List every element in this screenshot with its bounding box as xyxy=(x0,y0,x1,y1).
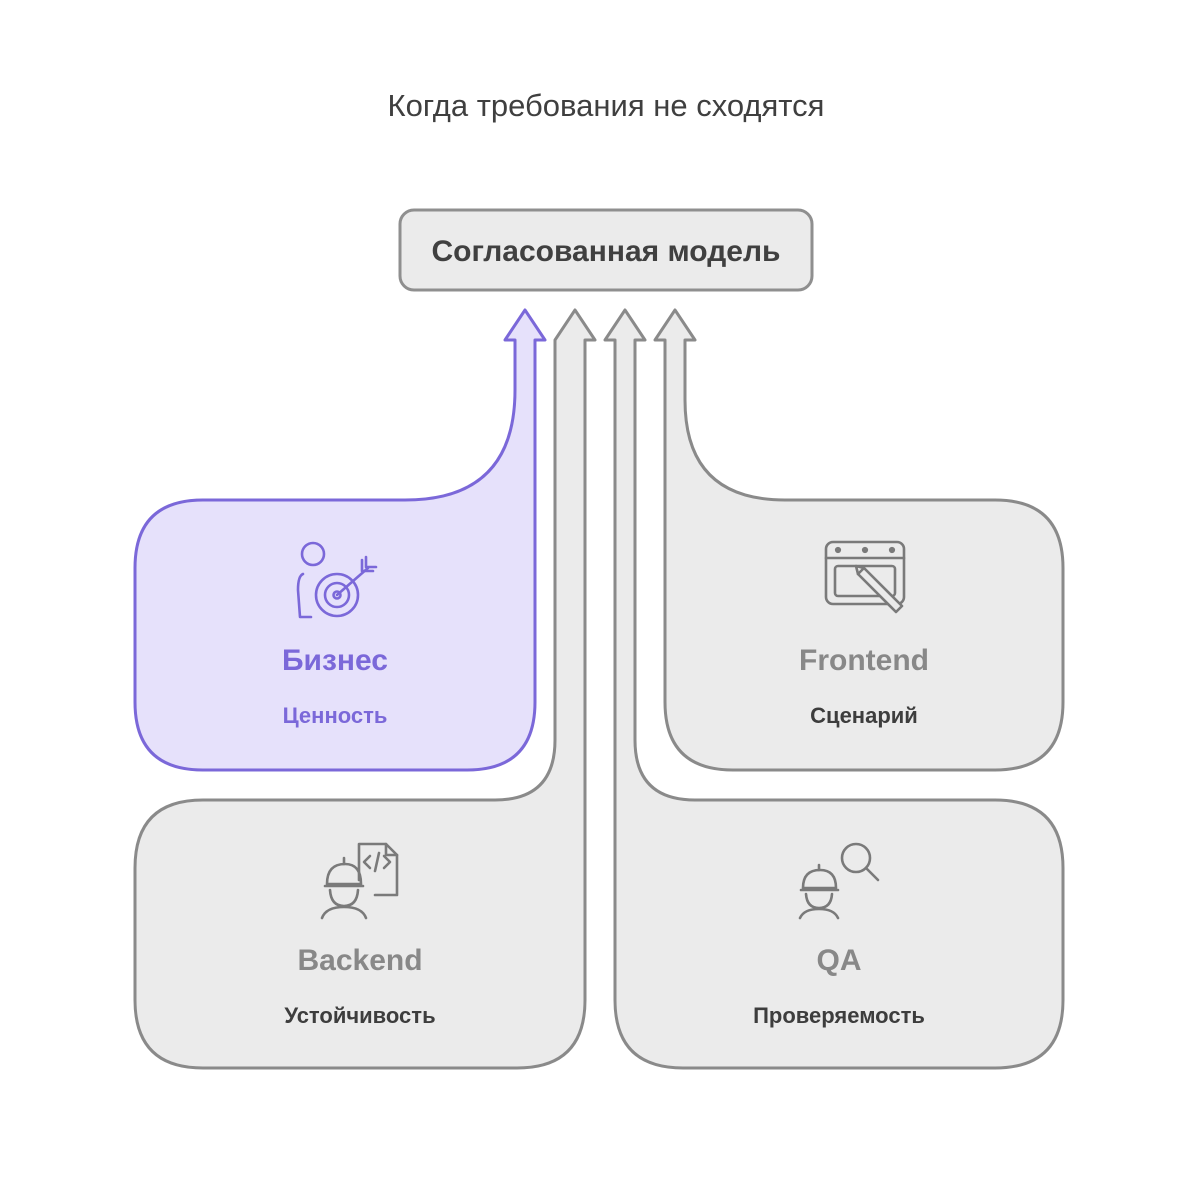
frontend-title: Frontend xyxy=(799,644,929,677)
qa-shape xyxy=(603,308,1065,1070)
backend-subtitle: Устойчивость xyxy=(284,1003,435,1028)
frontend-shape xyxy=(653,308,1065,772)
business-shape xyxy=(133,308,547,772)
card-backend: Backend Устойчивость xyxy=(133,308,597,1070)
business-subtitle: Ценность xyxy=(283,703,388,728)
frontend-subtitle: Сценарий xyxy=(810,703,918,728)
qa-subtitle: Проверяемость xyxy=(753,1003,925,1028)
backend-title: Backend xyxy=(297,944,422,977)
card-frontend: Frontend Сценарий xyxy=(653,308,1065,772)
inspector-magnifier-icon xyxy=(798,842,880,920)
drawing-tablet-icon xyxy=(824,540,906,614)
business-target-icon xyxy=(296,541,378,619)
diagram-title: Когда требования не сходятся xyxy=(388,88,825,123)
card-qa: QA Проверяемость xyxy=(603,308,1065,1070)
hub-label: Согласованная модель xyxy=(432,235,781,268)
developer-code-icon xyxy=(320,842,399,920)
card-business: Бизнес Ценность xyxy=(133,308,547,772)
hub-box: Согласованная модель xyxy=(398,208,814,292)
qa-title: QA xyxy=(817,944,862,977)
business-title: Бизнес xyxy=(282,644,388,677)
backend-shape xyxy=(133,308,597,1070)
